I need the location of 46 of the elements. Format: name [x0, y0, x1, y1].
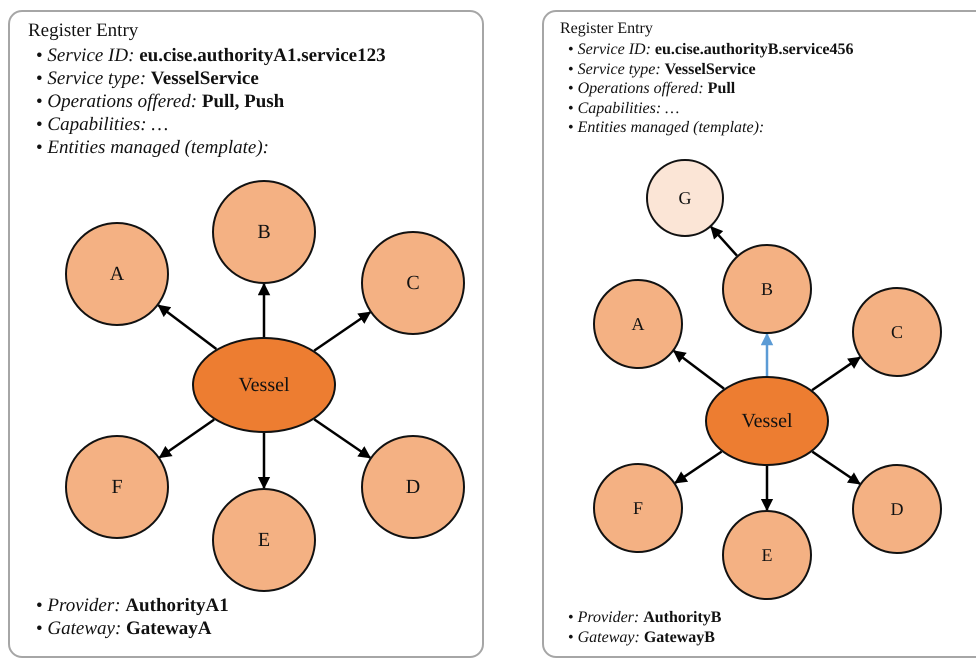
bullet-item: • Service ID: eu.cise.authorityA1.service123 — [36, 44, 386, 67]
arrow — [158, 304, 218, 350]
entity-label: B — [257, 220, 271, 244]
panel-heading: Register Entry — [28, 20, 138, 42]
bullet-item: • Provider: AuthorityA1 — [36, 594, 229, 618]
bullet-item: • Service type: VesselService — [568, 60, 757, 80]
entity-label: F — [111, 476, 123, 498]
register-entry-panel — [542, 10, 976, 658]
bullet-item: • Gateway: GatewayB — [568, 628, 716, 648]
entity-label: G — [678, 188, 692, 208]
entity-label: A — [632, 314, 644, 334]
entity-label: A — [110, 262, 124, 286]
bullet-item: • Gateway: GatewayA — [36, 617, 213, 640]
entity-label: B — [760, 278, 773, 300]
bullet-item: • Service type: VesselService — [36, 66, 260, 90]
arrow — [258, 433, 270, 490]
entity-label: E — [258, 528, 270, 552]
arrow — [674, 450, 722, 484]
arrow — [158, 418, 215, 458]
arrow — [760, 332, 774, 376]
bullet-item: • Capabilities: … — [568, 98, 680, 118]
entity-label: D — [890, 498, 904, 520]
bullet-item: • Operations offered: Pull, Push — [36, 90, 286, 114]
bullet-item: • Operations offered: Pull — [568, 79, 736, 99]
arrow — [811, 356, 861, 392]
arrow — [672, 350, 725, 390]
bullet-item: • Entities managed (template): — [568, 118, 766, 138]
arrow — [760, 466, 774, 512]
entity-label: C — [890, 322, 903, 342]
panel-heading: Register Entry — [560, 20, 653, 38]
bullet-item: • Provider: AuthorityB — [568, 608, 722, 628]
entity-label: E — [762, 544, 772, 566]
register-entry-panel — [8, 10, 484, 658]
arrow — [710, 226, 738, 256]
bullet-item: • Entities managed (template): — [36, 136, 270, 160]
entity-label: C — [406, 272, 420, 294]
entity-label: D — [406, 476, 420, 498]
arrow — [314, 311, 372, 352]
entity-label: F — [632, 498, 643, 518]
entity-label: Vessel — [238, 374, 290, 396]
arrow — [812, 450, 861, 485]
arrow — [314, 418, 372, 459]
entity-label: Vessel — [741, 410, 793, 432]
bullet-item: • Service ID: eu.cise.authorityB.service456 — [568, 40, 854, 60]
bullet-item: • Capabilities: … — [36, 113, 170, 136]
arrow — [258, 282, 270, 337]
